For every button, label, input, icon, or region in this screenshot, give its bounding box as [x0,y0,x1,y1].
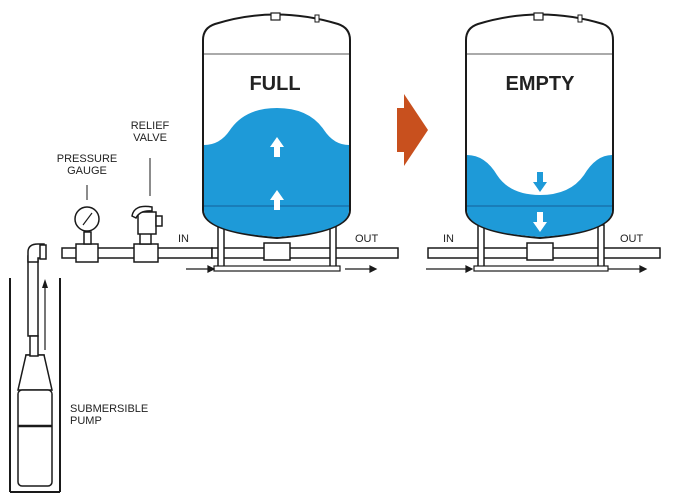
pipe-elbow [27,243,47,263]
pressure-gauge [74,185,100,263]
tank-full: FULL [202,12,351,272]
relief-valve [131,158,163,263]
pump-label: SUBMERSIBLE [70,403,148,415]
submersible-pump [17,255,53,487]
down-arrow-icon [533,172,547,192]
out-label: OUT [620,233,644,245]
out-label: OUT [355,233,379,245]
transition-arrow-icon [397,94,428,166]
flow-up-arrow [42,279,48,350]
tank-empty: EMPTY [465,12,614,272]
well-casing [9,278,61,493]
in-label: IN [443,233,454,245]
up-arrow-icon [270,137,284,210]
relief-valve-label: RELIEF [131,120,170,132]
pressure-gauge-label: PRESSURE [57,153,118,165]
water-empty [467,155,612,237]
pressure-gauge-label: GAUGE [67,165,107,177]
in-label: IN [178,233,189,245]
flow-arrows [186,265,648,273]
down-arrow-icon [533,212,547,232]
empty-label: EMPTY [506,73,576,95]
relief-valve-label: VALVE [133,132,167,144]
pump-label: PUMP [70,415,102,427]
water-full [204,108,349,237]
full-label: FULL [249,73,300,95]
